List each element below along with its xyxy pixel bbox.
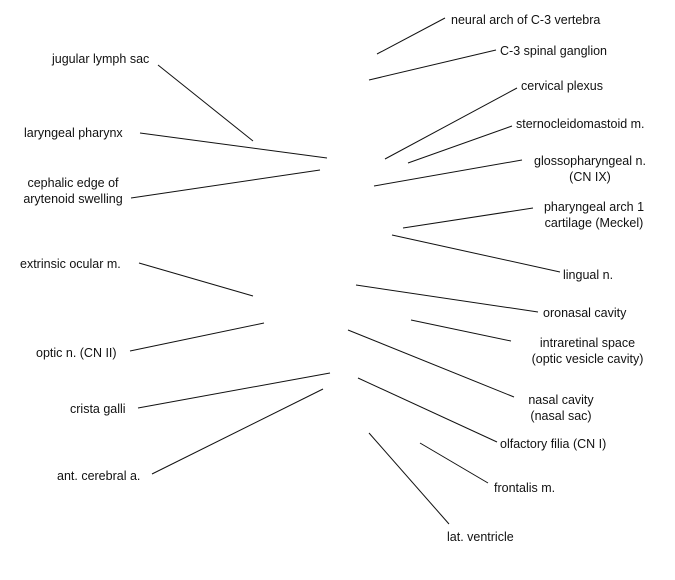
leader-extrinsic-ocular xyxy=(138,262,254,297)
label-nasal-cavity-line2: (nasal sac) xyxy=(530,409,592,423)
label-pharyngeal-arch-line1: pharyngeal arch 1 xyxy=(543,200,645,214)
leader-oronasal-cavity xyxy=(355,284,539,313)
label-lingual-n: lingual n. xyxy=(563,268,614,282)
label-glossopharyngeal-line1: glossopharyngeal n. xyxy=(534,154,646,168)
leader-c3-ganglion xyxy=(368,49,497,81)
label-intraretinal: intraretinal space (optic vesicle cavity… xyxy=(515,335,660,367)
leader-frontalis xyxy=(419,442,489,484)
label-laryngeal-pharynx: laryngeal pharynx xyxy=(24,126,123,140)
leader-sternocleidomastoid xyxy=(407,125,513,164)
label-cephalic-edge-line2: arytenoid swelling xyxy=(23,192,123,206)
leader-olfactory-filia xyxy=(357,377,498,443)
leader-lingual-n xyxy=(391,234,561,273)
label-intraretinal-line1: intraretinal space xyxy=(539,336,636,350)
leader-cervical-plexus xyxy=(384,87,518,160)
leader-jugular-lymph-sac xyxy=(157,64,254,142)
label-extrinsic-ocular: extrinsic ocular m. xyxy=(20,257,121,271)
label-ant-cerebral: ant. cerebral a. xyxy=(57,469,141,483)
label-cephalic-edge-line1: cephalic edge of xyxy=(27,176,119,190)
leader-laryngeal-pharynx xyxy=(139,132,328,159)
label-intraretinal-line2: (optic vesicle cavity) xyxy=(531,352,644,366)
label-frontalis: frontalis m. xyxy=(494,481,556,495)
label-lat-ventricle: lat. ventricle xyxy=(447,530,514,544)
leader-neural-arch xyxy=(376,17,446,55)
label-nasal-cavity-line1: nasal cavity xyxy=(528,393,594,407)
label-pharyngeal-arch: pharyngeal arch 1 cartilage (Meckel) xyxy=(533,199,655,231)
leader-glossopharyngeal xyxy=(373,159,523,187)
leader-cephalic-edge xyxy=(130,169,321,199)
label-optic-n: optic n. (CN II) xyxy=(36,346,117,360)
label-oronasal-cavity: oronasal cavity xyxy=(543,306,627,320)
label-nasal-cavity: nasal cavity (nasal sac) xyxy=(520,392,602,424)
label-cephalic-edge: cephalic edge of arytenoid swelling xyxy=(13,175,133,207)
leader-pharyngeal-arch xyxy=(402,207,534,229)
label-glossopharyngeal-line2: (CN IX) xyxy=(569,170,611,184)
label-glossopharyngeal: glossopharyngeal n. (CN IX) xyxy=(524,153,656,185)
label-crista-galli: crista galli xyxy=(70,402,126,416)
leader-optic-n xyxy=(129,322,265,352)
label-sternocleidomastoid: sternocleidomastoid m. xyxy=(516,117,645,131)
label-neural-arch: neural arch of C-3 vertebra xyxy=(451,13,601,27)
label-c3-ganglion: C-3 spinal ganglion xyxy=(500,44,608,58)
leader-crista-galli xyxy=(137,372,331,409)
label-pharyngeal-arch-line2: cartilage (Meckel) xyxy=(544,216,644,230)
leader-lat-ventricle xyxy=(368,432,450,525)
leader-nasal-cavity xyxy=(347,329,515,398)
leader-ant-cerebral xyxy=(151,388,324,475)
label-jugular-lymph-sac: jugular lymph sac xyxy=(52,52,150,66)
label-olfactory-filia: olfactory filia (CN I) xyxy=(500,437,607,451)
label-cervical-plexus: cervical plexus xyxy=(521,79,603,93)
leader-intraretinal xyxy=(410,319,512,342)
